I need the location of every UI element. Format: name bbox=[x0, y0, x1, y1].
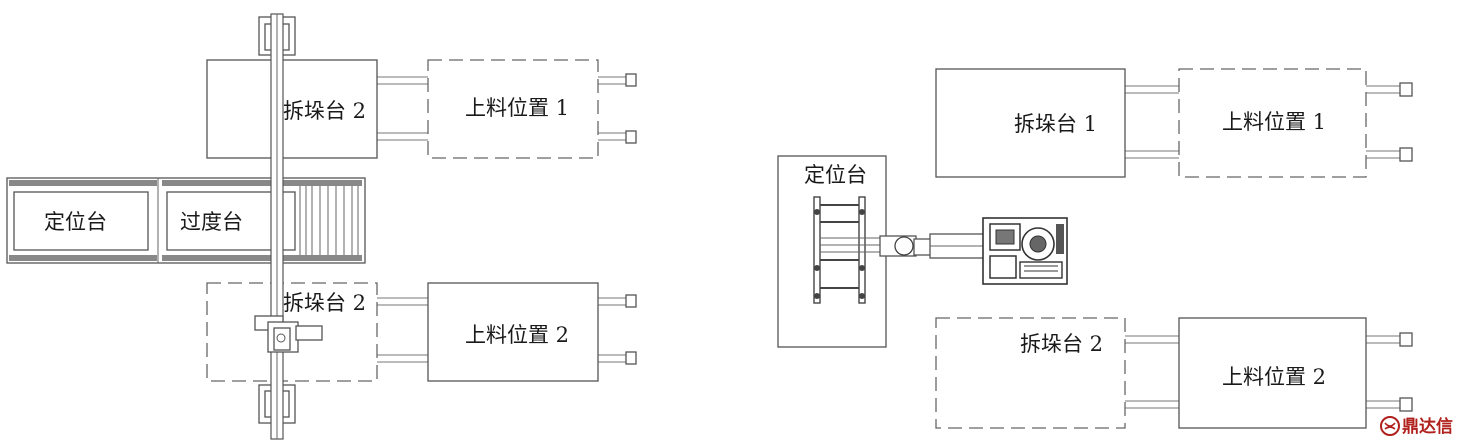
left-load-position-top: 上料位置 1 bbox=[427, 59, 599, 159]
robot bbox=[879, 217, 1068, 285]
right-positioning-table: 定位台 bbox=[777, 155, 887, 348]
robot-base bbox=[982, 217, 1068, 285]
right-destack-table-bottom: 拆垛台 2 bbox=[935, 317, 1126, 429]
right-load-bottom-label: 上料位置 2 bbox=[1222, 365, 1326, 389]
left-load-top-label: 上料位置 1 bbox=[465, 96, 569, 120]
left-conveyor: 定位台 过度台 bbox=[6, 177, 366, 264]
left-load-position-bottom: 上料位置 2 bbox=[427, 282, 599, 382]
right-destack-bottom-label: 拆垛台 2 bbox=[1020, 332, 1103, 356]
right-destack-top-label: 拆垛台 1 bbox=[1014, 112, 1097, 136]
right-load-position-top: 上料位置 1 bbox=[1178, 68, 1367, 178]
left-load-bottom-label: 上料位置 2 bbox=[465, 323, 569, 347]
left-positioning-label: 定位台 bbox=[44, 210, 107, 234]
right-load-top-label: 上料位置 1 bbox=[1222, 110, 1326, 134]
watermark: 鼎达信 bbox=[1380, 416, 1453, 437]
conveyor-rollers bbox=[299, 186, 359, 255]
watermark-text: 鼎达信 bbox=[1402, 416, 1453, 437]
right-destack-table-top: 拆垛台 1 bbox=[935, 68, 1126, 178]
left-destack-table-top: 拆垛台 2 bbox=[206, 59, 378, 159]
left-destack-top-label: 拆垛台 2 bbox=[283, 99, 366, 123]
right-layout: 拆垛台 1 上料位置 1 定位台 bbox=[777, 68, 1413, 429]
positioning-fixture bbox=[813, 196, 880, 304]
right-load-position-bottom: 上料位置 2 bbox=[1178, 317, 1367, 429]
left-destack-bottom-label: 拆垛台 2 bbox=[283, 291, 366, 315]
right-positioning-label: 定位台 bbox=[804, 163, 867, 187]
left-gripper-head bbox=[254, 315, 323, 353]
left-transition-label: 过度台 bbox=[180, 210, 243, 234]
left-layout: 拆垛台 2 上料位置 1 bbox=[6, 13, 637, 440]
